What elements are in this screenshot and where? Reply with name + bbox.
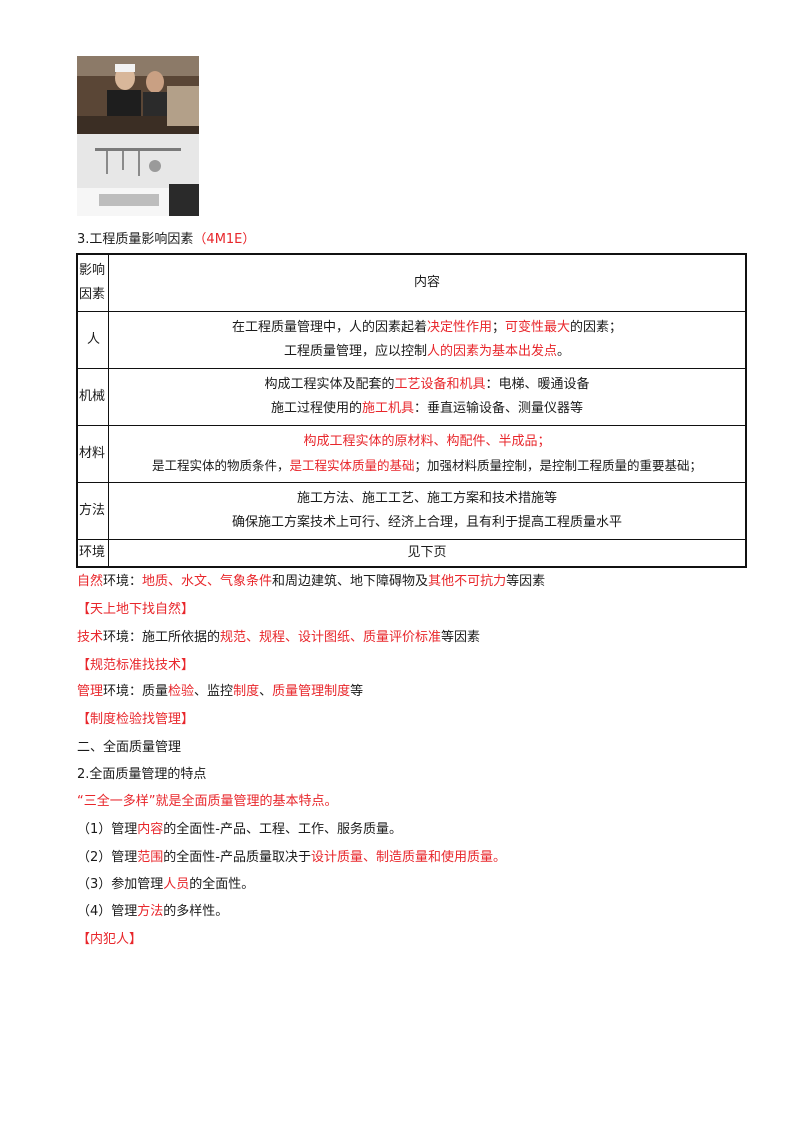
env-natural-line: 自然环境：地质、水文、气象条件和周边建筑、地下障碍物及其他不可抗力等因素 <box>77 570 545 589</box>
tqm-item-4: （4）管理方法的多样性。 <box>77 900 228 919</box>
highlight: 可变性最大 <box>505 320 571 335</box>
material-line-2: 是工程实体的物质条件，是工程实体质量的基础；加强材料质量控制，是控制工程质量的重… <box>109 454 745 478</box>
table-row-machine: 机械 构成工程实体及配套的工艺设备和机具：电梯、暖通设备 施工过程使用的施工机具… <box>76 368 747 426</box>
mnemonic-tech: 【规范标准找技术】 <box>77 658 195 673</box>
text: 等因素 <box>441 630 481 645</box>
text: 施工过程使用的 <box>270 401 362 416</box>
text: ：电梯、暖通设备 <box>485 377 590 392</box>
text: 环境：施工所依据的 <box>103 630 221 645</box>
method-line-2: 确保施工方案技术上可行、经济上合理，且有利于提高工程质量水平 <box>231 515 622 530</box>
mnemonic-tqm: 【内犯人】 <box>77 932 143 947</box>
highlight: 检验 <box>168 684 195 699</box>
highlight: 方法 <box>137 904 164 919</box>
heading-tqm: 二、全面质量管理 <box>77 740 182 755</box>
highlight: 范围 <box>137 850 164 865</box>
env-mgmt-line: 管理环境：质量检验、监控制度、质量管理制度等 <box>77 680 363 699</box>
text: 的全面性-产品、工程、工作、服务质量。 <box>163 822 402 837</box>
text: ；加强材料质量控制，是控制工程质量的重要基础； <box>414 458 703 473</box>
tqm-item-1: （1）管理内容的全面性-产品、工程、工作、服务质量。 <box>77 818 402 837</box>
tqm-item-2: （2）管理范围的全面性-产品质量取决于设计质量、制造质量和使用质量。 <box>77 846 506 865</box>
text: 环境： <box>103 574 143 589</box>
text: 和周边建筑、地下障碍物及 <box>272 574 429 589</box>
content-machine: 构成工程实体及配套的工艺设备和机具：电梯、暖通设备 施工过程使用的施工机具：垂直… <box>108 368 747 426</box>
text: 的全面性-产品质量取决于 <box>163 850 311 865</box>
highlight: 质量管理制度 <box>272 684 351 699</box>
people-line-2: 工程质量管理，应以控制人的因素为基本出发点。 <box>109 340 745 364</box>
kitchen-photo <box>77 56 199 216</box>
highlight: 规范、规程、设计图纸、质量评价标准 <box>220 630 442 645</box>
content-method: 施工方法、施工工艺、施工方案和技术措施等 确保施工方案技术上可行、经济上合理，且… <box>108 482 747 540</box>
machine-line-2: 施工过程使用的施工机具：垂直运输设备、测量仪器等 <box>109 397 745 421</box>
machine-line-1: 构成工程实体及配套的工艺设备和机具：电梯、暖通设备 <box>109 373 745 397</box>
text: ：垂直运输设备、测量仪器等 <box>414 401 584 416</box>
highlight: 工艺设备和机具 <box>394 377 486 392</box>
text: 。 <box>557 344 571 359</box>
header-factor: 影响因素 <box>76 253 109 312</box>
highlight: 人员 <box>163 877 190 892</box>
text: 、 <box>259 684 273 699</box>
mnemonic-natural: 【天上地下找自然】 <box>77 602 195 617</box>
tqm-item-3: （3）参加管理人员的全面性。 <box>77 873 254 892</box>
quality-factors-table: 影响因素 内容 人 在工程质量管理中，人的因素起着决定性作用；可变性最大的因素；… <box>76 253 747 568</box>
mnemonic-mgmt: 【制度检验找管理】 <box>77 712 195 727</box>
tqm-summary: “三全一多样”就是全面质量管理的基本特点。 <box>77 794 338 809</box>
text: 的全面性。 <box>189 877 255 892</box>
content-material: 构成工程实体的原材料、构配件、半成品； 是工程实体的物质条件，是工程实体质量的基… <box>108 425 747 483</box>
text: （4）管理 <box>77 904 138 919</box>
factor-method: 方法 <box>76 482 109 540</box>
table-row-material: 材料 构成工程实体的原材料、构配件、半成品； 是工程实体的物质条件，是工程实体质… <box>76 425 747 483</box>
content-people: 在工程质量管理中，人的因素起着决定性作用；可变性最大的因素； 工程质量管理，应以… <box>108 311 747 369</box>
material-line-1: 构成工程实体的原材料、构配件、半成品； <box>303 434 551 449</box>
text: 是工程实体的物质条件， <box>151 458 290 473</box>
content-environment: 见下页 <box>108 539 747 568</box>
text: （2）管理 <box>77 850 138 865</box>
text: ； <box>491 320 505 335</box>
factor-environment: 环境 <box>76 539 109 568</box>
section-tag: （4M1E） <box>193 232 256 247</box>
text: 构成工程实体及配套的 <box>264 377 395 392</box>
env-tech-line: 技术环境：施工所依据的规范、规程、设计图纸、质量评价标准等因素 <box>77 626 480 645</box>
highlight: 其他不可抗力 <box>428 574 507 589</box>
highlight: 制度 <box>233 684 260 699</box>
heading-tqm-features: 2.全面质量管理的特点 <box>77 767 207 782</box>
highlight: 决定性作用 <box>426 320 492 335</box>
text: 环境：质量 <box>103 684 169 699</box>
text: 、监控 <box>194 684 234 699</box>
text: 的因素； <box>570 320 623 335</box>
highlight: 设计质量、制造质量和使用质量。 <box>311 850 507 865</box>
highlight: 地质、水文、气象条件 <box>142 574 273 589</box>
section-title: 3.工程质量影响因素（4M1E） <box>77 228 255 247</box>
header-content: 内容 <box>108 253 747 312</box>
factor-people: 人 <box>76 311 109 369</box>
text: （3）参加管理 <box>77 877 164 892</box>
highlight: 内容 <box>137 822 164 837</box>
table-row-environment: 环境 见下页 <box>76 539 747 568</box>
text: 等因素 <box>506 574 546 589</box>
text: （1）管理 <box>77 822 138 837</box>
kitchen-photo-graphic <box>77 56 199 216</box>
text: 的多样性。 <box>163 904 229 919</box>
highlight: 施工机具 <box>361 401 414 416</box>
section-number: 3. <box>77 232 90 247</box>
highlight: 是工程实体质量的基础 <box>289 458 415 473</box>
text: 工程质量管理，应以控制 <box>283 344 427 359</box>
highlight: 技术 <box>77 630 104 645</box>
highlight: 人的因素为基本出发点 <box>426 344 557 359</box>
factor-material: 材料 <box>76 425 109 483</box>
table-header-row: 影响因素 内容 <box>76 253 747 312</box>
factor-machine: 机械 <box>76 368 109 426</box>
table-row-people: 人 在工程质量管理中，人的因素起着决定性作用；可变性最大的因素； 工程质量管理，… <box>76 311 747 369</box>
section-title-text: 工程质量影响因素 <box>89 232 194 247</box>
text: 等 <box>350 684 364 699</box>
table-row-method: 方法 施工方法、施工工艺、施工方案和技术措施等 确保施工方案技术上可行、经济上合… <box>76 482 747 540</box>
people-line-1: 在工程质量管理中，人的因素起着决定性作用；可变性最大的因素； <box>109 316 745 340</box>
highlight: 管理 <box>77 684 104 699</box>
method-line-1: 施工方法、施工工艺、施工方案和技术措施等 <box>296 491 557 506</box>
highlight: 自然 <box>77 574 104 589</box>
text: 在工程质量管理中，人的因素起着 <box>231 320 427 335</box>
